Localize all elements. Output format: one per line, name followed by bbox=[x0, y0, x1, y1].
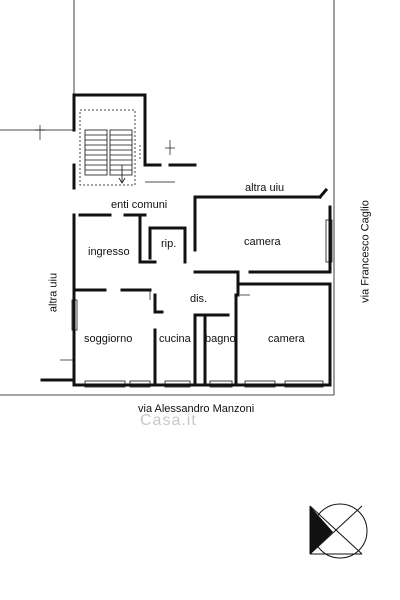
room-label-camera-bottom: camera bbox=[268, 333, 305, 345]
north-arrow-icon bbox=[309, 503, 368, 559]
guide-lines bbox=[35, 125, 250, 361]
room-label-ingresso: ingresso bbox=[88, 246, 130, 258]
room-label-bagno: bagno bbox=[205, 333, 236, 345]
room-label-rip: rip. bbox=[161, 238, 177, 250]
watermark: Casa.it bbox=[140, 412, 197, 429]
room-label-soggiorno: soggiorno bbox=[84, 333, 133, 345]
room-label-altra-uiu: altra uiu bbox=[245, 182, 285, 194]
street-label-right: via Francesco Caglio bbox=[359, 200, 372, 303]
windows bbox=[71, 219, 333, 388]
room-label-dis: dis. bbox=[190, 293, 208, 305]
room-label-enti-comuni: enti comuni bbox=[111, 199, 168, 211]
room-label-camera-top: camera bbox=[244, 236, 281, 248]
neighbor-label-left: altra uiu bbox=[47, 272, 60, 313]
room-label-cucina: cucina bbox=[159, 333, 191, 345]
staircase bbox=[79, 109, 136, 186]
walls bbox=[40, 93, 332, 387]
street-label-bottom: via Alessandro Manzoni bbox=[138, 403, 255, 415]
